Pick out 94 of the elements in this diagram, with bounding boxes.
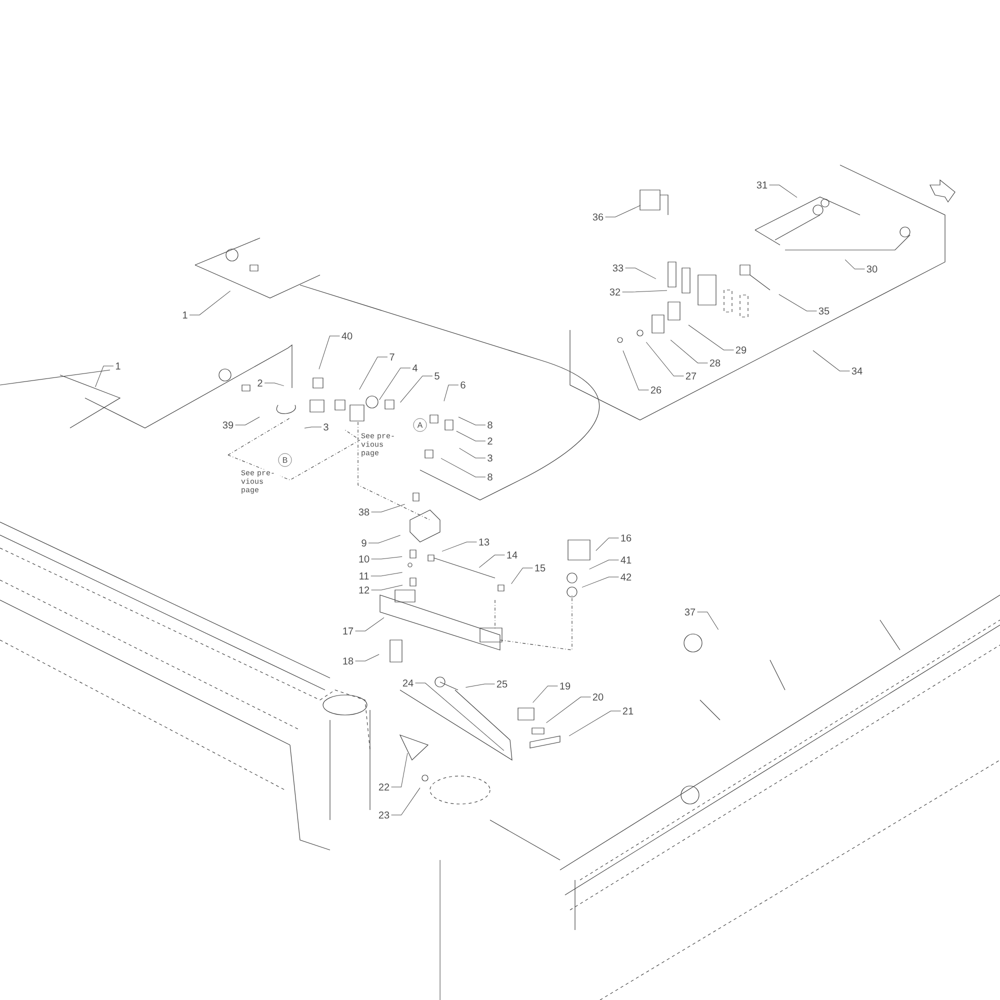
callout-number: 2 [258,380,262,386]
circled-letter: A [413,418,427,432]
leader-line [605,205,641,218]
callout-number: 32 [610,288,620,296]
leader-line [355,617,384,632]
callout-number: 4 [412,364,418,372]
callout-number: 35 [818,307,830,315]
callout-number: 40 [342,332,352,340]
leader-line [355,654,380,662]
callout-number: 16 [621,534,632,542]
leader-line [379,368,411,400]
callout-number: 9 [362,539,366,547]
callout-number: 3 [488,454,492,462]
leader-line [415,682,504,751]
callout-number: 11 [360,572,369,580]
leader-line [478,554,505,568]
callout-number: 42 [620,574,632,580]
callout-number: 10 [359,555,370,563]
callout-number: 23 [378,811,390,819]
leader-line [589,560,619,570]
leader-line [264,382,284,386]
callout-number: 25 [496,680,508,688]
leader-line [812,350,850,372]
leader-line [371,504,406,512]
leader-line [371,556,402,560]
callout-number: 1 [116,362,120,370]
leader-line [391,752,408,788]
leader-line [844,259,865,270]
leader-line [582,576,619,588]
leader-line [371,584,403,590]
leader-line [359,356,388,390]
leader-line [400,376,433,403]
leader-line [442,542,477,552]
leader-line [625,268,656,280]
leader-line [304,426,322,428]
leader-line [440,458,486,478]
leader-line [769,184,798,198]
leader-line [670,340,708,364]
leader-line [235,416,260,426]
callout-number: 3 [324,423,328,431]
leader-line [596,538,619,551]
callout-number: 28 [710,359,720,367]
callout-number: 24 [402,680,414,686]
leader-line [444,384,459,402]
callout-number: 30 [866,265,878,273]
callout-number: 7 [390,354,394,360]
callout-number: 18 [343,657,354,665]
callout-number: 39 [222,421,234,429]
leader-line [368,534,401,544]
leader-line [318,336,340,370]
callout-number: 2 [488,438,492,444]
leader-line [95,366,114,388]
callout-number: 26 [650,386,662,394]
leader-line [622,350,649,390]
leader-line [646,342,684,376]
callout-number: 14 [507,552,518,558]
leader-line [532,686,558,703]
leader-line [568,710,621,736]
leader-line [456,430,486,442]
callout-number: 19 [560,682,570,690]
leader-line [458,416,486,426]
callout-number: 21 [622,708,634,714]
callout-number: 17 [343,628,354,634]
callout-number: 38 [358,508,370,516]
leader-line [511,568,533,584]
leader-line [391,788,420,816]
callout-number: 20 [592,693,604,701]
leader-line [622,290,668,292]
callout-number: 12 [359,586,370,594]
callout-number: 34 [852,367,862,375]
callout-number: 36 [592,213,604,221]
leader-line [697,612,719,630]
leader-line [459,448,486,458]
callout-number: 8 [488,473,492,481]
leader-line [465,684,495,688]
callout-number: 5 [434,372,440,380]
leader-line [370,572,403,576]
callout-number: 33 [612,264,624,272]
leader-line [778,294,817,312]
callout-number: 15 [535,564,546,572]
callout-number: 41 [620,556,632,564]
callout-number: 29 [736,346,746,354]
callout-number: 6 [460,381,466,389]
callout-number: 27 [686,372,696,380]
leader-line [546,696,591,724]
circled-letter: B [278,453,292,467]
leader-line [189,290,231,316]
callout-number: 8 [488,421,492,429]
callout-number: 31 [756,181,768,189]
leader-line [688,324,734,350]
callout-number: 13 [479,538,490,546]
callout-number: 22 [378,784,390,790]
callout-number: 37 [684,608,696,616]
callout-number: 1 [183,312,188,318]
